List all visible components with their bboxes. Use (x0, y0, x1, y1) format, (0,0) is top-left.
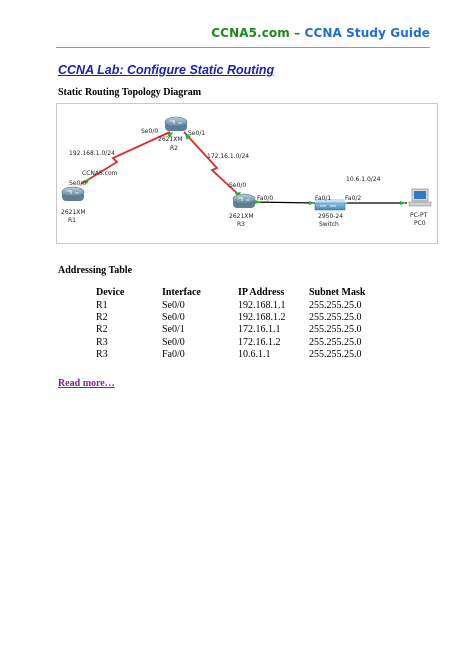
table-cell: 10.6.1.1 (238, 348, 271, 360)
table-row: R2 Se0/0 192.168.1.2 255.255.25.0 (96, 311, 399, 323)
r2-name-label: R2 (170, 145, 178, 152)
table-cell: 255.255.25.0 (309, 311, 362, 323)
pc-icon[interactable] (408, 188, 432, 207)
topology-diagram: Se0/0 2621XM R1 Se0/0 Se0/1 2621XM R2 Se… (56, 103, 438, 244)
table-cell: Se0/0 (162, 311, 185, 323)
watermark-label: CCNA5.com (82, 170, 118, 177)
addressing-heading: Addressing Table (58, 265, 133, 276)
ethernet-link-r3-switch (253, 201, 316, 204)
switch-model-label: 2950-24 (318, 213, 343, 220)
table-cell: 192.168.1.1 (238, 299, 286, 311)
site-name: CCNA5.com (211, 26, 290, 40)
pc-name-label: PC0 (414, 220, 426, 227)
table-row: R3 Se0/0 172.16.1.2 255.255.25.0 (96, 336, 399, 348)
serial-link-r1-r2 (80, 131, 171, 185)
network-label-172-16-1: 172.16.1.0/24 (207, 153, 249, 160)
table-cell: 255.255.25.0 (309, 324, 362, 336)
table-cell: 255.255.25.0 (309, 348, 362, 360)
table-row: R1 Se0/0 192.168.1.1 255.255.25.0 (96, 299, 399, 311)
table-cell: 255.255.25.0 (309, 336, 362, 348)
r2-right-interface-label: Se0/1 (188, 130, 205, 137)
network-label-192-168-1: 192.168.1.0/24 (69, 150, 115, 157)
table-cell: R3 (96, 348, 108, 360)
table-cell: 172.16.1.1 (238, 324, 281, 336)
table-cell: R3 (96, 336, 108, 348)
switch-port-right-label: Fa0/2 (345, 195, 361, 202)
switch-port-left-label: Fa0/1 (315, 195, 331, 202)
site-tagline: CCNA Study Guide (304, 26, 430, 40)
r3-name-label: R3 (237, 221, 245, 228)
r1-name-label: R1 (68, 217, 76, 224)
port-up-indicator (400, 201, 406, 205)
pc-model-label: PC-PT (410, 212, 428, 219)
r2-model-label: 2621XM (158, 136, 183, 143)
topology-heading: Static Routing Topology Diagram (58, 87, 202, 98)
switch-name-label: Switch (319, 221, 339, 228)
router-r3-icon[interactable] (232, 193, 256, 208)
table-cell: Fa0/0 (162, 348, 185, 360)
lab-title-link[interactable]: CCNA Lab: Configure Static Routing (58, 63, 275, 77)
table-cell: Se0/1 (162, 324, 185, 336)
column-header: Subnet Mask (309, 286, 366, 298)
port-up-indicator (185, 134, 191, 140)
r1-interface-label: Se0/0 (69, 180, 86, 187)
table-header-row: Device Interface IP Address Subnet Mask (96, 285, 399, 299)
r3-fa-interface-label: Fa0/0 (257, 195, 273, 202)
r1-model-label: 2621XM (61, 209, 86, 216)
table-cell: 255.255.25.0 (309, 299, 362, 311)
site-header: CCNA5.com – CCNA Study Guide (211, 26, 430, 40)
router-r1-icon[interactable] (61, 186, 85, 201)
table-cell: R2 (96, 311, 108, 323)
r2-left-interface-label: Se0/0 (141, 128, 158, 135)
column-header: IP Address (238, 286, 285, 298)
switch-icon[interactable] (313, 199, 347, 211)
read-more-link[interactable]: Read more… (58, 378, 115, 389)
r3-model-label: 2621XM (229, 213, 254, 220)
column-header: Interface (162, 286, 201, 298)
port-up-indicator (255, 200, 261, 204)
router-r2-icon[interactable] (164, 116, 188, 131)
table-cell: R2 (96, 324, 108, 336)
table-row: R3 Fa0/0 10.6.1.1 255.255.25.0 (96, 348, 399, 360)
table-cell: R1 (96, 299, 108, 311)
table-cell: Se0/0 (162, 299, 185, 311)
table-cell: 172.16.1.2 (238, 336, 281, 348)
addressing-table: Device Interface IP Address Subnet Mask … (96, 285, 399, 360)
column-header: Device (96, 286, 125, 298)
port-up-indicator (309, 201, 315, 205)
header-divider (56, 47, 430, 48)
header-dash: – (289, 26, 305, 40)
table-cell: 192.168.1.2 (238, 311, 286, 323)
r3-serial-interface-label: Se0/0 (229, 182, 246, 189)
table-row: R2 Se0/1 172.16.1.1 255.255.25.0 (96, 324, 399, 336)
serial-link-r2-r3 (183, 131, 241, 197)
table-cell: Se0/0 (162, 336, 185, 348)
network-label-10-6-1: 10.6.1.0/24 (346, 176, 381, 183)
port-up-indicator (167, 132, 173, 138)
port-up-indicator (84, 178, 90, 184)
